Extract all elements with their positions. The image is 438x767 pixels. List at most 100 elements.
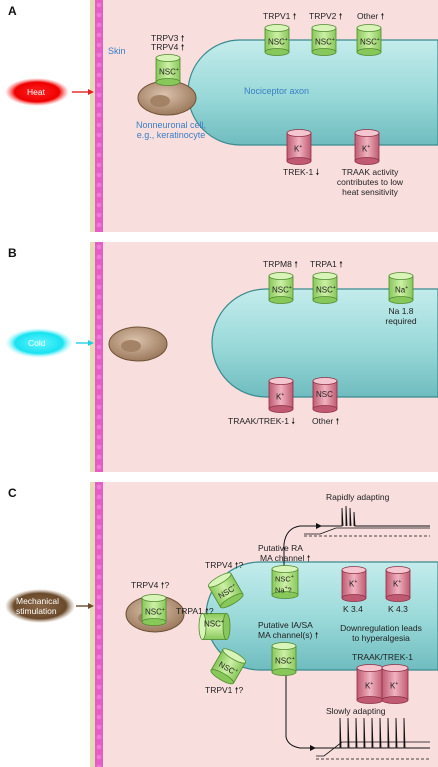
up-arrow-icon: 🠕 (380, 11, 385, 21)
trpa1-c-channel-label: NSC+ (204, 617, 224, 630)
trpv2-label: TRPV2 🠕 (309, 11, 342, 21)
nsc-channel-icon (311, 24, 337, 56)
channel-sup: + (284, 37, 288, 43)
channel-label-2: Na (275, 585, 285, 594)
nsc-channel-trpa1-c (198, 613, 236, 641)
ra-trace-arrow (283, 525, 318, 576)
traak-trek1-name: TRAAK/TREK-1 (228, 416, 289, 426)
axon-label: Nociceptor axon (244, 86, 310, 96)
trpa1-c-label: TRPA1 🠕? (176, 606, 214, 616)
kv43-label: K 4.3 (388, 604, 408, 614)
trpa1-c-name: TRPA1 (176, 606, 203, 616)
channel-label: NSC (159, 67, 176, 77)
panel-a: A Skin Heat Nociceptor axon Nonneuronal … (0, 0, 438, 232)
trpv4-name: TRPV4 (131, 580, 159, 590)
trpm8-name: TRPM8 (263, 259, 292, 269)
down-arrow-icon: 🠗 (315, 167, 320, 177)
channel-sup: + (367, 144, 371, 150)
sa-stimulus-ramp (316, 741, 430, 757)
k-channel-traak: K+ (354, 129, 380, 170)
panel-b: B Cold NSC+ TRPM8 🠕 NSC+ TRPA1 🠕 (0, 242, 438, 472)
channel-sup: + (288, 285, 292, 291)
sa-trace-arrow (285, 670, 312, 749)
ra-spike-train (320, 505, 430, 527)
k-channel-kv34: K+ (341, 566, 367, 607)
nsc-channel-icon (264, 24, 290, 56)
channel-label: NSC (204, 619, 221, 629)
ra-name-2: MA channel 🠕 (260, 553, 310, 563)
panel-label: C (8, 486, 17, 500)
k-channel-traak-c1: K+ (356, 664, 384, 709)
trpv4-axon-label: TRPV4 🠕? (205, 560, 243, 570)
channel-sup: + (354, 579, 358, 585)
channel-label: NSC (315, 37, 332, 47)
trpv4-axon-name: TRPV4 (205, 560, 233, 570)
traak-line-3: heat sensitivity (342, 187, 398, 197)
trpv3-name: TRPV3 (151, 33, 179, 43)
cell-nucleus (150, 95, 170, 107)
ra-arrowhead (316, 523, 322, 529)
other-b-name: Other (312, 416, 334, 426)
nav18-line-1: Na 1.8 (388, 306, 414, 316)
nsc-channel-icon (141, 594, 167, 626)
up-arrow-icon: 🠕 (335, 416, 340, 426)
downregulation-line-1: Downregulation leads (340, 623, 422, 633)
channel-sup: + (405, 285, 409, 291)
nsc-channel-icon (356, 24, 382, 56)
trpa1-name: TRPA1 (310, 259, 337, 269)
ia-sa-ma-channel: NSC+ (271, 642, 297, 681)
up-arrow-icon: 🠕 (234, 560, 239, 570)
question-suffix: ? (208, 606, 214, 616)
skin-edge-outer (90, 482, 95, 767)
nsc-channel-icon (207, 572, 244, 609)
heat-label: Heat (27, 87, 45, 97)
rapid-label: Rapidly adapting (326, 492, 390, 502)
skin-label: Skin (108, 46, 126, 56)
trpv4-name: TRPV4 (151, 42, 179, 52)
ra-stimulus-ramp (304, 527, 430, 535)
question-suffix: ? (238, 685, 244, 695)
channel-label: NSC (275, 656, 292, 666)
nsc-channel-trpv1-c: NSC+ (206, 645, 249, 691)
channel-label: K (393, 579, 399, 589)
trpv4-label: TRPV4 🠕 (151, 42, 184, 52)
channel-label: K (349, 579, 355, 589)
nsc-channel-icon (268, 272, 294, 304)
channel-sup: + (291, 656, 295, 662)
nsc-channel-other-b: NSC (312, 377, 338, 418)
channel-sup: + (395, 681, 399, 687)
up-arrow-icon: 🠕 (306, 553, 311, 563)
panel-c: C Mechanical stimulation Rapidly adaptin… (0, 482, 438, 767)
trpv1-c-name: TRPV1 (205, 685, 233, 695)
channel-sup: + (331, 37, 335, 43)
channel-label: Na (395, 285, 406, 295)
up-arrow-icon: 🠕 (160, 580, 165, 590)
mech-label-2: stimulation (16, 606, 57, 616)
skin-edge (95, 242, 103, 472)
ia-name-2: MA channel(s) 🠕 (258, 630, 318, 640)
sa-arrowhead (310, 745, 316, 751)
cell-label-1: Nonneuronal cell, (135, 120, 207, 130)
up-arrow-icon: 🠕 (314, 630, 319, 640)
trek1-name: TREK-1 (283, 167, 314, 177)
trpv1-name: TRPV1 (263, 11, 291, 21)
k-channel-icon (381, 664, 409, 704)
other-name: Other (357, 11, 379, 21)
up-arrow-icon: 🠕 (180, 33, 185, 43)
mech-blob (5, 589, 75, 623)
channel-label: NSC (275, 574, 291, 584)
cell-nsc-channel: NSC+ (155, 54, 181, 91)
cold-label: Cold (28, 338, 46, 348)
up-arrow-icon: 🠕 (205, 606, 209, 616)
trpv1-label: TRPV1 🠕 (263, 11, 296, 21)
channel-label: NSC (316, 285, 333, 295)
ra-name-1: Putative RA (258, 543, 303, 553)
ra-name-2-text: MA channel (260, 553, 305, 563)
skin-edge-outer (90, 0, 95, 232)
mech-arrowhead (88, 603, 94, 609)
channel-label: NSC (268, 37, 285, 47)
k-channel-icon (268, 377, 294, 413)
nsc-channel-trpa1: NSC+ (312, 272, 338, 309)
channel-label: K (362, 144, 368, 154)
traak-line-2: contributes to low (336, 177, 404, 187)
